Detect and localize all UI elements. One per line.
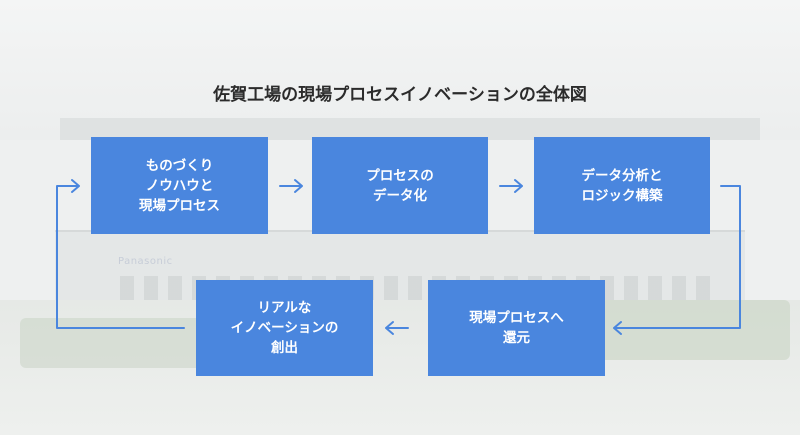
step-box-4: 現場プロセスへ 還元 — [428, 280, 605, 376]
step-5-line-3: 創出 — [270, 340, 298, 356]
step-1-line-2: ノウハウと — [145, 177, 214, 194]
arrow-step1-to-step2 — [279, 179, 303, 193]
arrow-step4-to-step5 — [385, 321, 409, 335]
diagram-title: 佐賀工場の現場プロセスイノベーションの全体図 — [213, 85, 587, 105]
background-roof — [60, 118, 760, 140]
step-box-5: リアルな イノベーションの 創出 — [196, 280, 373, 376]
arrow-step3-to-step4 — [613, 185, 741, 335]
step-2-line-2: データ化 — [373, 187, 427, 204]
step-1-line-3: 現場プロセス — [139, 197, 220, 214]
step-1-line-1: ものづくり — [145, 157, 214, 174]
arrow-step5-to-step1 — [56, 179, 185, 329]
step-2-line-1: プロセスの — [366, 167, 434, 184]
step-3-line-2: ロジック構築 — [581, 187, 663, 204]
step-5-line-1: リアルな — [257, 300, 312, 316]
step-4-line-2: 還元 — [503, 330, 530, 346]
arrow-step2-to-step3 — [499, 179, 523, 193]
step-box-2: プロセスの データ化 — [312, 137, 488, 234]
step-4-line-1: 現場プロセスへ — [469, 310, 564, 326]
step-box-3: データ分析と ロジック構築 — [534, 137, 710, 234]
background-brand-text: Panasonic — [118, 256, 173, 267]
step-5-line-2: イノベーションの — [230, 320, 339, 336]
background-greenery-right — [600, 300, 790, 360]
step-3-line-1: データ分析と — [581, 167, 663, 184]
background-sky — [0, 0, 800, 140]
step-box-1: ものづくり ノウハウと 現場プロセス — [91, 137, 268, 234]
